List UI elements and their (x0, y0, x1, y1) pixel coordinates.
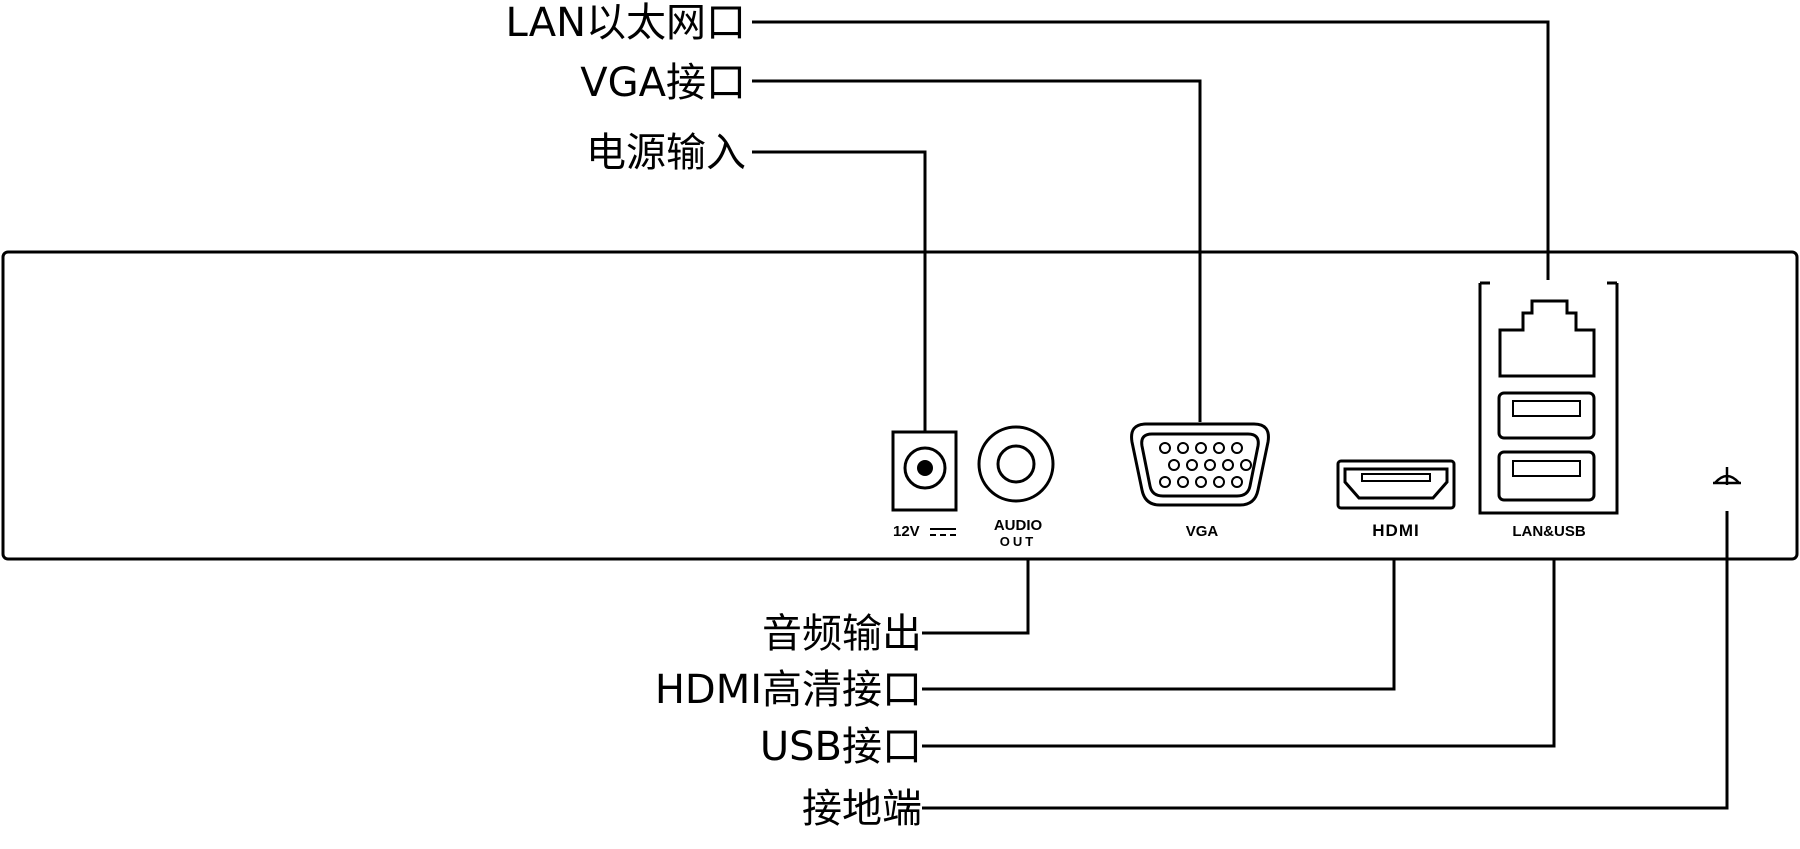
dc-symbol-icon (930, 528, 956, 536)
audio-label-line2: OUT (1000, 534, 1036, 549)
power-jack (891, 430, 958, 512)
callout-usb: USB接口 (760, 724, 922, 770)
callout-power: 电源输入 (586, 130, 746, 176)
power-label: 12V (893, 523, 920, 540)
callout-vga: VGA接口 (580, 60, 746, 106)
ground-leader-line (922, 511, 1729, 810)
device-panel (1, 250, 1799, 561)
hdmi-port (1336, 459, 1456, 510)
callout-ground: 接地端 (802, 786, 922, 832)
callout-lan: LAN以太网口 (506, 0, 747, 46)
power-leader-line (752, 150, 927, 432)
lan-usb-label: LAN&USB (1512, 523, 1585, 540)
vga-label: VGA (1186, 523, 1219, 540)
vga-leader-line (752, 79, 1202, 422)
audio-label-line1: AUDIO (994, 517, 1043, 534)
audio-jack (977, 425, 1055, 503)
lan-port (1498, 299, 1596, 378)
usb-leader-line (922, 559, 1556, 748)
hdmi-leader-line (922, 559, 1396, 691)
ground-icon (1713, 467, 1741, 485)
usb-port-1 (1497, 391, 1596, 440)
usb-port-2 (1497, 450, 1596, 502)
vga-port (1130, 422, 1270, 507)
callout-hdmi: HDMI高清接口 (655, 667, 922, 713)
vga-pins (1159, 442, 1252, 488)
callout-audio: 音频输出 (762, 611, 922, 657)
lan-leader-line (752, 20, 1550, 280)
hdmi-label: HDMI (1372, 521, 1419, 540)
audio-leader-line (922, 559, 1030, 635)
lan-usb-block (1478, 281, 1619, 515)
